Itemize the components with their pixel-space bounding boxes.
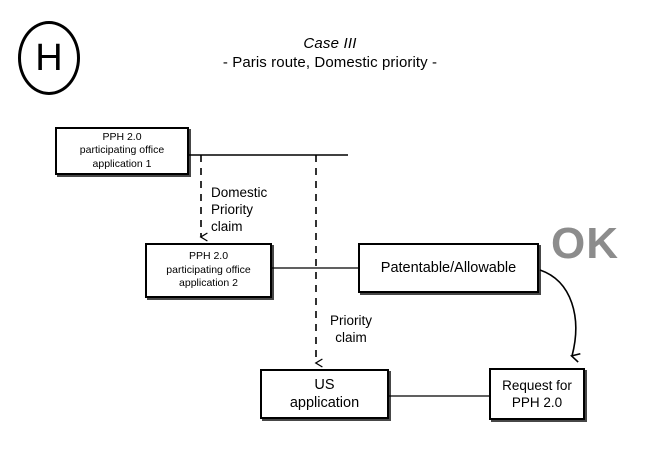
badge-h-label: H bbox=[35, 37, 63, 79]
node-patentable-allowable[interactable]: Patentable/Allowable bbox=[358, 243, 539, 293]
status-stamp-ok: OK bbox=[551, 219, 619, 268]
node-line: application 1 bbox=[92, 157, 152, 170]
connector-patentable-request bbox=[539, 269, 576, 356]
node-us-application[interactable]: US application bbox=[260, 369, 389, 419]
edge-label-priority-claim: Priority claim bbox=[330, 312, 372, 346]
edge-label-line: claim bbox=[335, 330, 367, 345]
node-line: PPH 2.0 bbox=[102, 130, 142, 143]
node-line: Request for bbox=[502, 378, 572, 393]
edge-label-line: Domestic bbox=[211, 185, 268, 200]
title-block: Case III - Paris route, Domestic priorit… bbox=[150, 34, 510, 73]
node-line: PPH 2.0 bbox=[188, 250, 229, 263]
node-line: application 2 bbox=[179, 277, 238, 290]
page-subtitle: - Paris route, Domestic priority - bbox=[222, 54, 438, 71]
node-line: US bbox=[314, 377, 335, 393]
edge-label-line: claim bbox=[211, 219, 243, 234]
page-title: Case III bbox=[303, 35, 357, 52]
node-line: participating office bbox=[166, 263, 251, 276]
node-line: Patentable/Allowable bbox=[380, 260, 517, 276]
node-line: participating office bbox=[79, 144, 165, 157]
node-line: PPH 2.0 bbox=[511, 395, 563, 410]
node-request-for-pph[interactable]: Request for PPH 2.0 bbox=[489, 368, 585, 420]
node-line: application bbox=[289, 395, 360, 411]
badge-h: H bbox=[18, 21, 80, 95]
node-pph-participating-office-application-2[interactable]: PPH 2.0 participating office application… bbox=[145, 243, 272, 298]
edge-label-line: Priority bbox=[211, 202, 254, 217]
edge-label-domestic-priority-claim: Domestic Priority claim bbox=[211, 184, 267, 235]
edge-label-line: Priority bbox=[330, 313, 373, 328]
node-pph-participating-office-application-1[interactable]: PPH 2.0 participating office application… bbox=[55, 127, 189, 175]
